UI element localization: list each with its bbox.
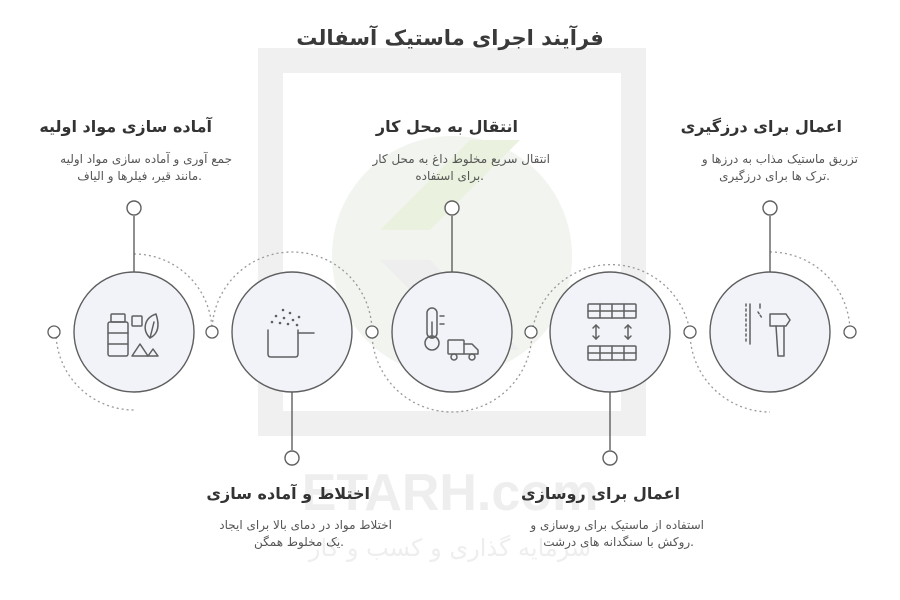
junction-dot-0 bbox=[47, 325, 61, 339]
junction-dot-2 bbox=[365, 325, 379, 339]
step-3-description-line-2: .برای استفاده bbox=[415, 169, 484, 183]
step-circle-2 bbox=[231, 271, 353, 393]
page-title: فرآیند اجرای ماستیک آسفالت bbox=[296, 26, 604, 50]
watermark-tagline: سرمایه گذاری و کسب و کار bbox=[308, 534, 591, 562]
leader-dot-5 bbox=[762, 200, 778, 216]
step-5-heading: اعمال برای درزگیری bbox=[680, 117, 842, 136]
step-1-description-line-1: جمع آوری و آماده سازی مواد اولیه bbox=[60, 152, 232, 166]
step-3-description-line-1: انتقال سریع مخلوط داغ به محل کار bbox=[372, 152, 550, 166]
step-5-description-line-2: .ترک ها برای درزگیری bbox=[719, 169, 830, 183]
step-3-heading: انتقال به محل کار bbox=[375, 117, 518, 136]
leader-dot-2 bbox=[284, 450, 300, 466]
materials-icon bbox=[107, 313, 159, 357]
thermometer-truck-icon bbox=[424, 307, 479, 361]
step-2-description-line-2: .یک مخلوط همگن bbox=[254, 535, 344, 549]
step-circle-5 bbox=[709, 271, 831, 393]
step-1-heading: آماده سازی مواد اولیه bbox=[39, 117, 212, 136]
junction-dot-1 bbox=[205, 325, 219, 339]
leader-dot-4 bbox=[602, 450, 618, 466]
junction-dot-4 bbox=[683, 325, 697, 339]
step-circle-3 bbox=[391, 271, 513, 393]
hammer-seal-icon bbox=[745, 303, 791, 357]
connector-arc-5-upper bbox=[769, 251, 851, 333]
connector-arc-3 bbox=[371, 331, 533, 413]
step-circle-4 bbox=[549, 271, 671, 393]
step-5-description-line-1: تزریق ماستیک مذاب به درزها و bbox=[701, 152, 858, 166]
step-4-description-line-1: استفاده از ماستیک برای روسازی و bbox=[530, 518, 704, 532]
connector-arc-5-lower bbox=[689, 331, 771, 413]
connector-arc-1-lower bbox=[55, 331, 135, 411]
step-circle-1 bbox=[73, 271, 195, 393]
mixing-bowl-icon bbox=[267, 308, 315, 358]
step-2-heading: اختلاط و آماده سازی bbox=[206, 484, 370, 503]
junction-dot-3 bbox=[524, 325, 538, 339]
junction-dot-5 bbox=[843, 325, 857, 339]
paving-tiles-icon bbox=[587, 303, 637, 361]
step-4-heading: اعمال برای روسازی bbox=[520, 484, 680, 503]
watermark-brand: ETARH.com bbox=[302, 464, 599, 522]
step-2-description-line-1: اختلاط مواد در دمای بالا برای ایجاد bbox=[219, 518, 392, 532]
leader-dot-3 bbox=[444, 200, 460, 216]
connector-arc-1-upper bbox=[133, 253, 213, 333]
step-4-description-line-2: .روکش با سنگدانه های درشت bbox=[543, 535, 694, 549]
connector-arc-2 bbox=[211, 251, 373, 333]
step-1-description-line-2: .مانند قیر، فیلرها و الیاف bbox=[77, 169, 202, 183]
leader-dot-1 bbox=[126, 200, 142, 216]
